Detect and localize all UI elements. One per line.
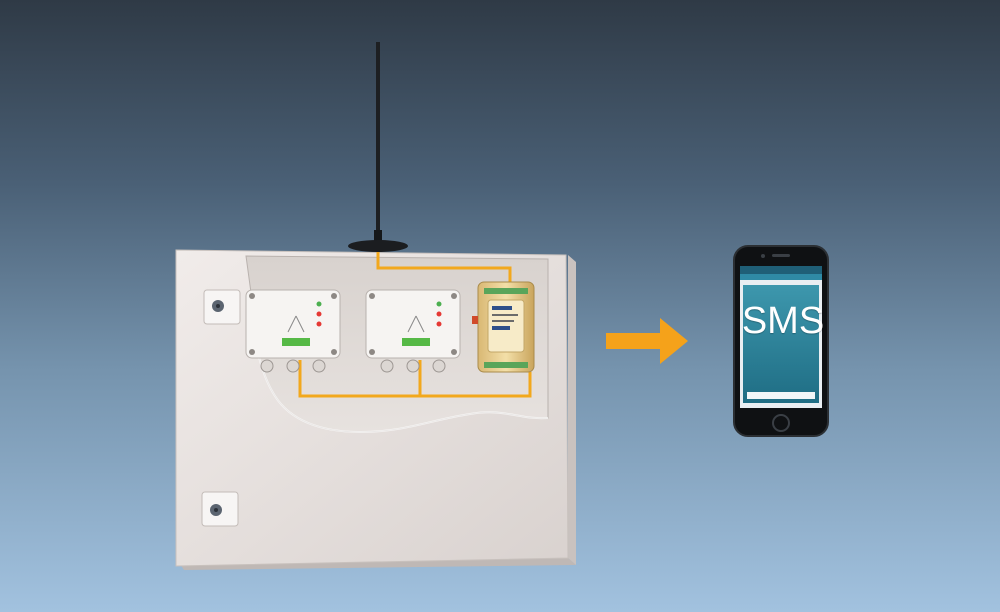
antenna-icon: [348, 42, 408, 252]
arrow-right-icon: [606, 318, 688, 364]
sensor-module-1: [245, 289, 341, 373]
gsm-gateway: [472, 281, 535, 373]
lock-icon: [201, 491, 239, 527]
sms-label: SMS: [741, 300, 825, 342]
smartphone: [733, 245, 829, 437]
sensor-module-2: [365, 289, 461, 373]
cables: [298, 252, 532, 398]
lock-icon: [203, 289, 241, 325]
